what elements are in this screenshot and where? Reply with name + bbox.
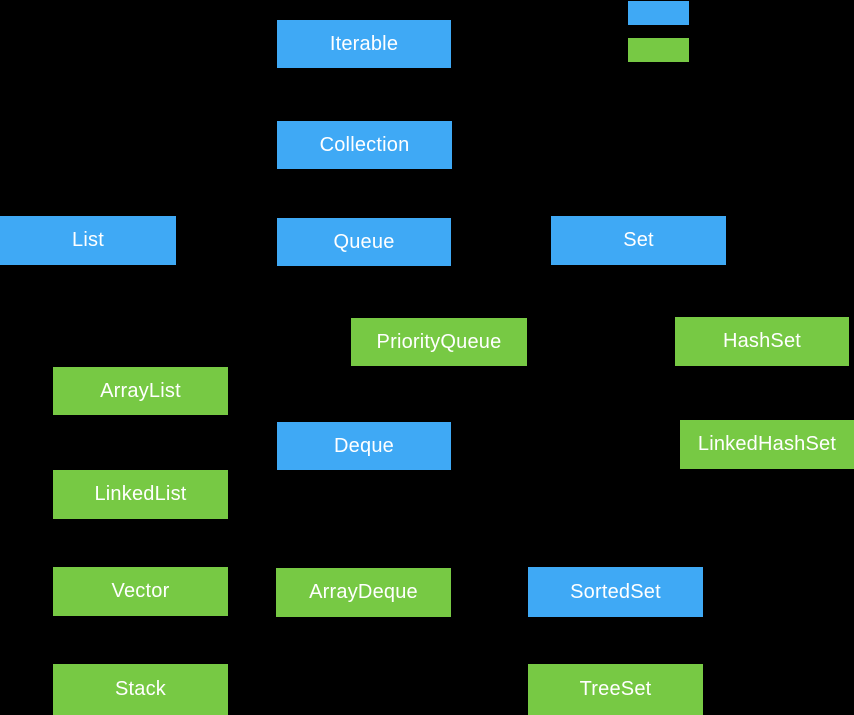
node-set: Set [551, 216, 726, 265]
node-collection: Collection [277, 121, 452, 169]
node-arraylist: ArrayList [53, 367, 228, 415]
node-queue: Queue [277, 218, 451, 266]
node-linkedhashset: LinkedHashSet [680, 420, 854, 469]
legend-interface-swatch [628, 1, 689, 25]
node-deque: Deque [277, 422, 451, 470]
legend-class-swatch [628, 38, 689, 62]
node-vector: Vector [53, 567, 228, 616]
node-treeset: TreeSet [528, 664, 703, 715]
node-sortedset: SortedSet [528, 567, 703, 617]
node-iterable: Iterable [277, 20, 451, 68]
node-list: List [0, 216, 176, 265]
node-stack: Stack [53, 664, 228, 715]
node-linkedlist: LinkedList [53, 470, 228, 519]
node-arraydeque: ArrayDeque [276, 568, 451, 617]
node-hashset: HashSet [675, 317, 849, 366]
node-priorityqueue: PriorityQueue [351, 318, 527, 366]
